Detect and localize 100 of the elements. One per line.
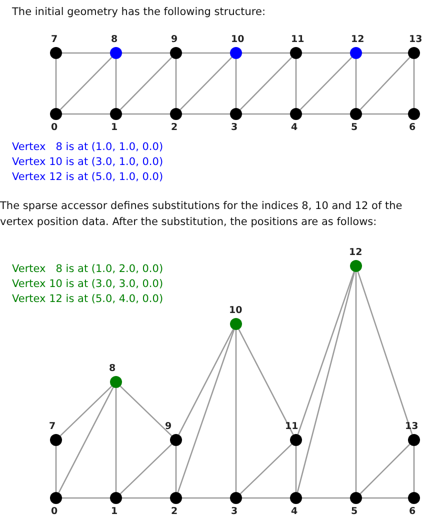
vertex-number: 1 [111,122,118,133]
vertex-number: 11 [285,421,298,432]
mesh-edge [180,56,232,110]
vertex-dot [110,492,122,504]
vertex-dot [170,434,182,446]
vertex-position-text: Vertex 8 is at (1.0, 1.0, 0.0) [12,140,164,155]
vertex-number: 10 [231,34,244,45]
vertex-position-text: Vertex 10 is at (3.0, 3.0, 0.0) [12,277,164,292]
vertex-dot [408,47,420,59]
vertex-number: 12 [351,34,364,45]
mesh-edge [300,56,352,110]
vertex-number: 4 [291,506,298,517]
mesh-edge [235,330,237,492]
mesh-edge [413,446,415,492]
vertex-dot [230,47,242,59]
mesh-edge [122,497,170,499]
vertex-position-text: Vertex 12 is at (5.0, 4.0, 0.0) [12,292,164,307]
vertex-dot [50,434,62,446]
mesh-edge [62,497,110,499]
mesh-edge [360,56,410,110]
mesh-edge [58,387,114,493]
mesh-edge [295,446,297,492]
mesh-edge [182,52,230,54]
mesh-edge [115,59,117,108]
mesh-edge [235,59,237,108]
vertex-dot [230,318,242,330]
vertex-number: 12 [349,247,362,258]
vertex-dot [408,492,420,504]
vertex-dot [350,108,362,120]
vertex-position-text: Vertex 8 is at (1.0, 2.0, 0.0) [12,262,164,277]
mesh-edge [55,59,57,108]
vertex-dot [408,108,420,120]
vertex-number: 1 [111,506,118,517]
mesh-edge [242,113,290,115]
mesh-edge [242,52,290,54]
vertex-dot [50,492,62,504]
vertex-number: 3 [231,122,238,133]
vertex-number: 7 [51,34,58,45]
mesh-edge [122,113,170,115]
vertex-position-text: Vertex 12 is at (5.0, 1.0, 0.0) [12,170,164,185]
vertex-number: 5 [351,122,358,133]
vertex-dot [50,108,62,120]
mesh-edge [302,113,350,115]
mesh-edge [60,386,112,436]
vertex-number: 4 [291,122,298,133]
vertex-dot [230,492,242,504]
vertex-number: 8 [109,363,116,374]
vertex-number: 13 [405,421,418,432]
vertex-dot [290,47,302,59]
mesh-edge [120,56,172,110]
vertex-number: 13 [409,34,422,45]
mesh-edge [122,52,170,54]
vertex-dot [408,434,420,446]
vertex-number: 8 [111,34,118,45]
mesh-edge [62,113,110,115]
vertex-number: 0 [51,506,58,517]
vertex-number: 6 [409,122,416,133]
vertex-number: 7 [49,421,56,432]
mesh-edge [295,59,297,108]
mesh-edge [297,271,355,435]
mesh-edge [238,329,294,435]
vertex-dot [110,47,122,59]
vertex-dot [290,492,302,504]
mesh-edge [120,386,172,436]
mesh-edge [62,52,110,54]
mesh-edge [55,446,57,492]
mesh-edge [175,59,177,108]
mesh-edge [302,497,350,499]
vertex-dot [110,108,122,120]
vertex-position-text: Vertex 10 is at (3.0, 1.0, 0.0) [12,155,164,170]
vertex-number: 3 [231,506,238,517]
vertex-number: 10 [229,305,242,316]
mesh-edge [357,271,413,435]
vertex-dot [350,260,362,272]
mesh-edge [296,272,356,492]
mesh-edge [177,329,235,493]
mesh-edge [182,497,230,499]
mesh-edge [240,444,292,494]
mesh-edge [362,52,408,54]
vertex-number: 11 [291,34,304,45]
vertex-dot [350,47,362,59]
vertex-number: 2 [171,122,178,133]
vertex-dot [170,492,182,504]
paragraph: The sparse accessor defines substitutions for the indices 8, 10 and 12 of the vertex position data. After the substitution, the positions are as follows: [0,199,404,230]
vertex-dot [170,108,182,120]
mesh-edge [120,444,172,494]
mesh-edge [362,497,408,499]
mesh-edge [355,59,357,108]
mesh-edge [175,446,177,492]
vertex-number: 2 [171,506,178,517]
vertex-dot [290,108,302,120]
vertex-dot [350,492,362,504]
vertex-number: 0 [51,122,58,133]
mesh-edge [362,113,408,115]
vertex-dot [290,434,302,446]
vertex-number: 9 [165,421,172,432]
mesh-edge [60,56,112,110]
vertex-number: 6 [409,506,416,517]
mesh-edge [355,272,357,492]
mesh-edge [242,497,290,499]
